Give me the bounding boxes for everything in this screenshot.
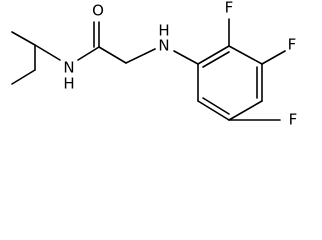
ring-bond-5-inner bbox=[202, 97, 230, 115]
ring-bond-1-inner bbox=[202, 51, 230, 68]
bond-amide-n-carbonyl bbox=[77, 46, 100, 61]
atom-amide-nitrogen: N bbox=[63, 59, 74, 77]
bond-ch2-amine-n bbox=[125, 48, 156, 64]
ring-bond-4 bbox=[228, 100, 263, 121]
bond-carbonyl-ch2 bbox=[98, 46, 127, 64]
bond-ring-f-right bbox=[261, 50, 286, 65]
atom-carbonyl-oxygen: O bbox=[92, 2, 104, 20]
atom-fluorine-right: F bbox=[288, 36, 297, 54]
atom-amine-hydrogen: H bbox=[158, 22, 169, 40]
chemical-structure-diagram: N H O H N F F F bbox=[11, 0, 298, 129]
ring-bond-1 bbox=[197, 45, 230, 65]
ring-bond-2 bbox=[228, 45, 263, 65]
atom-amide-hydrogen: H bbox=[63, 75, 74, 93]
atom-amine-nitrogen: N bbox=[158, 37, 169, 55]
atom-fluorine-top: F bbox=[225, 0, 234, 17]
bond-ch-amide-n bbox=[34, 44, 61, 61]
atom-fluorine-bottom: F bbox=[289, 111, 298, 129]
ring-bond-5 bbox=[197, 100, 230, 121]
bond-ch-methyl bbox=[11, 31, 36, 46]
bond-ethyl-c1-c2 bbox=[11, 69, 36, 85]
bond-amine-n-ring bbox=[173, 50, 199, 65]
